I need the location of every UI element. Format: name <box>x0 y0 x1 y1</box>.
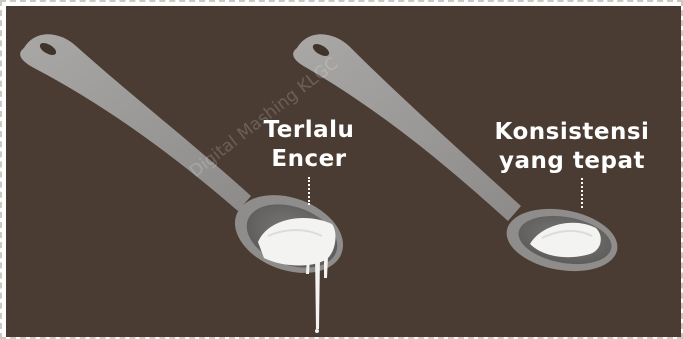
runny-filling <box>258 218 335 333</box>
label-right-consistency-line1: Konsistensi <box>486 118 658 147</box>
illustration-panel: Terlalu Encer Konsistensi yang tepat Dig… <box>6 6 681 337</box>
label-too-runny: Terlalu Encer <box>254 116 364 174</box>
pointer-dots-left <box>308 177 310 205</box>
label-too-runny-line1: Terlalu <box>254 116 364 145</box>
label-right-consistency: Konsistensi yang tepat <box>486 118 658 176</box>
label-right-consistency-line2: yang tepat <box>486 147 658 176</box>
pointer-dots-right <box>581 178 583 208</box>
label-too-runny-line2: Encer <box>254 145 364 174</box>
